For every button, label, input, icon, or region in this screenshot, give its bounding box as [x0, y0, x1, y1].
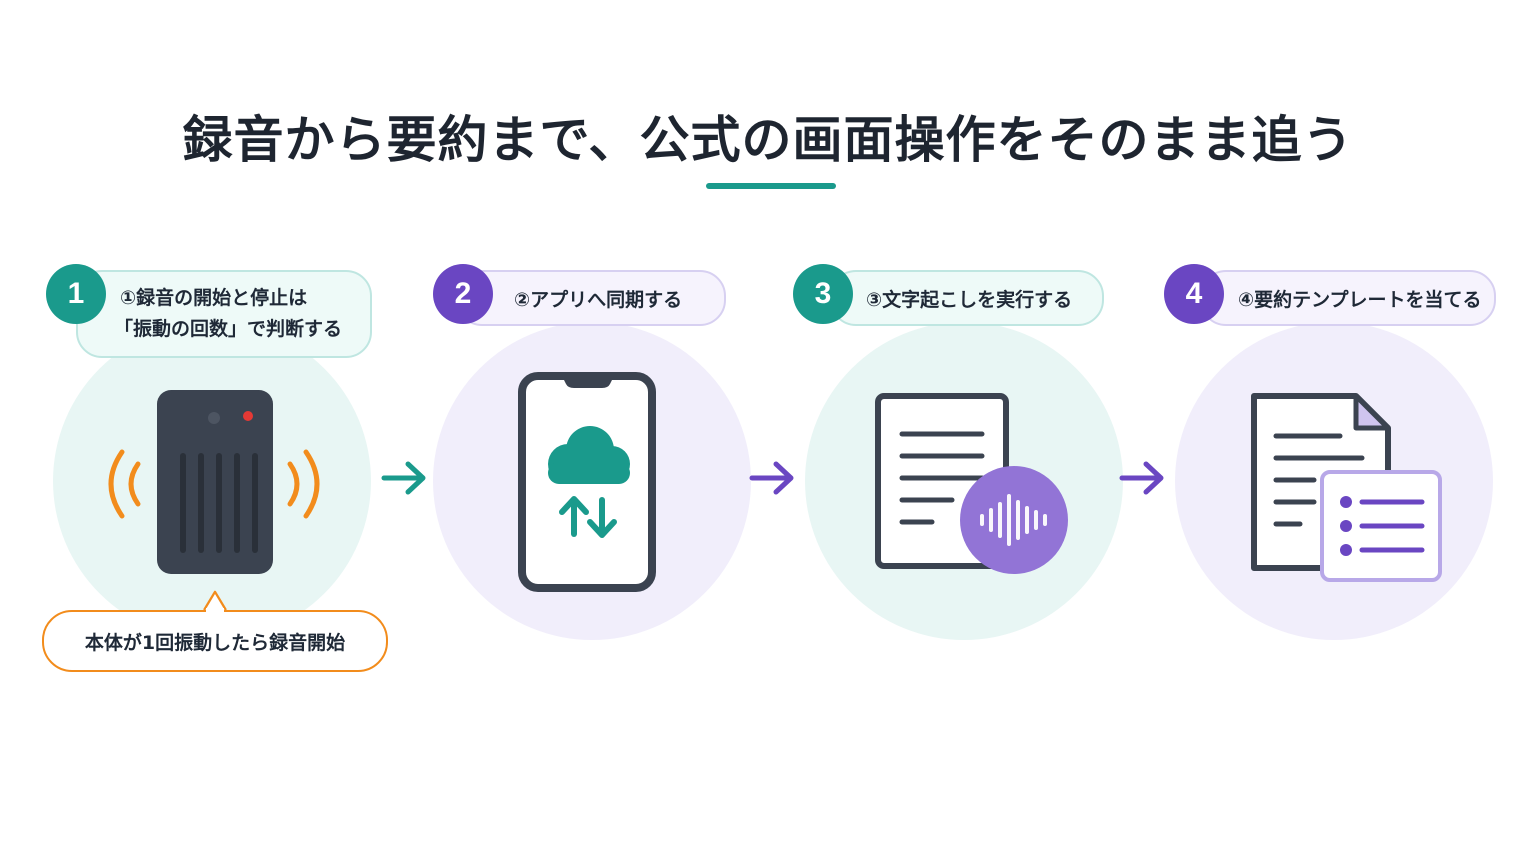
- callout-bubble: 本体が1回振動したら録音開始: [42, 610, 388, 672]
- audio-wave-badge: [960, 466, 1068, 574]
- title-underline: [706, 183, 836, 189]
- recorder-device-icon: [108, 390, 320, 574]
- smartphone-cloud-sync-icon: [518, 372, 656, 592]
- callout-tail-cover: [206, 608, 224, 613]
- document-text-lines: [899, 431, 985, 525]
- step-3-label: ③文字起こしを実行する: [866, 288, 1073, 311]
- phone-notch: [562, 376, 614, 388]
- step-4-badge: 4: [1164, 264, 1224, 324]
- step-3-label-pill: ③文字起こしを実行する: [830, 270, 1104, 326]
- step-2-label-pill: ②アプリへ同期する: [456, 270, 726, 326]
- step-2-label: ②アプリへ同期する: [514, 288, 683, 311]
- step-4-label-pill: ④要約テンプレートを当てる: [1200, 270, 1496, 326]
- step-3-badge: 3: [793, 264, 853, 324]
- document-template-icon: [1251, 393, 1442, 582]
- step-1-badge: 1: [46, 264, 106, 324]
- arrow-right-icon: [381, 461, 426, 495]
- vibration-left-icon: [108, 449, 141, 519]
- step-4-label: ④要約テンプレートを当てる: [1238, 288, 1482, 311]
- vibration-right-icon: [287, 449, 320, 519]
- template-list-icon: [1340, 496, 1352, 556]
- callout-text: 本体が1回振動したら録音開始: [84, 631, 346, 654]
- document-audio-icon: [875, 393, 1068, 574]
- sync-arrows-icon: [559, 496, 617, 538]
- recorder-red-led: [243, 411, 253, 421]
- arrow-right-icon: [1119, 461, 1164, 495]
- arrow-right-icon: [749, 461, 794, 495]
- step-1-label-line2: 「振動の回数」で判断する: [114, 318, 343, 340]
- recorder-button: [208, 412, 220, 424]
- cloud-icon: [548, 426, 630, 484]
- page-title: 録音から要約まで、公式の画面操作をそのまま追う: [182, 111, 1354, 169]
- document-fold: [1353, 393, 1391, 431]
- callout-tail: [203, 590, 227, 611]
- step-1-label-line1: ①録音の開始と停止は: [120, 287, 308, 309]
- recorder-grille: [180, 453, 258, 553]
- step-1-label-pill: ①録音の開始と停止は 「振動の回数」で判断する: [76, 270, 372, 358]
- document-text-lines: [1273, 433, 1365, 527]
- step-2-badge: 2: [433, 264, 493, 324]
- audio-wave-icon: [980, 494, 1047, 546]
